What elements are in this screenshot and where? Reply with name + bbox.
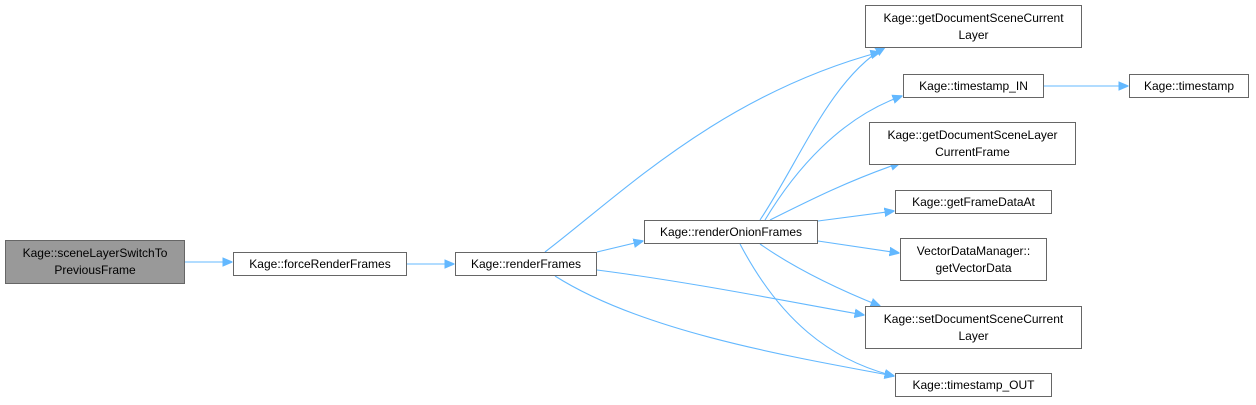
node-label-line: Kage::timestamp	[1143, 78, 1235, 93]
edge-render-frames-to-render-onion-frames	[596, 241, 643, 253]
node-get-frame-data-at[interactable]: Kage::getFrameDataAt	[895, 190, 1052, 214]
node-label-line: Kage::sceneLayerSwitchTo	[22, 246, 168, 260]
node-label-line: Kage::timestamp_IN	[919, 78, 1028, 93]
node-label-line: Kage::getDocumentSceneLayer	[887, 127, 1058, 142]
edge-render-onion-frames-to-get-vector-data	[817, 240, 899, 253]
node-timestamp-in[interactable]: Kage::timestamp_IN	[903, 74, 1044, 98]
edge-render-onion-frames-to-get-document-scene-current-layer	[759, 47, 885, 221]
node-timestamp[interactable]: Kage::timestamp	[1129, 74, 1249, 98]
edge-render-onion-frames-to-get-document-scene-layer-current-frame	[769, 163, 900, 221]
node-get-vector-data[interactable]: VectorDataManager::getVectorData	[900, 238, 1047, 281]
edge-render-onion-frames-to-get-frame-data-at	[817, 211, 894, 222]
node-label-line: VectorDataManager::	[916, 243, 1031, 258]
node-label-line: CurrentFrame	[935, 144, 1010, 159]
node-label-line: Kage::forceRenderFrames	[249, 256, 391, 271]
node-label-line: PreviousFrame	[54, 263, 136, 277]
node-render-onion-frames[interactable]: Kage::renderOnionFrames	[644, 220, 818, 244]
node-render-frames[interactable]: Kage::renderFrames	[455, 252, 597, 276]
node-label-line: Layer	[958, 328, 989, 343]
node-label-line: Kage::renderOnionFrames	[659, 224, 803, 239]
node-timestamp-out[interactable]: Kage::timestamp_OUT	[895, 373, 1052, 397]
node-label-line: Layer	[958, 27, 989, 42]
node-label-line: Kage::renderFrames	[470, 256, 582, 271]
node-label-line: Kage::timestamp_OUT	[912, 377, 1035, 392]
node-label-line: Kage::getFrameDataAt	[912, 194, 1035, 209]
edge-render-frames-to-set-document-scene-current-layer	[596, 269, 864, 315]
edge-render-onion-frames-to-timestamp-out	[739, 243, 894, 376]
edge-render-frames-to-timestamp-out	[554, 275, 894, 376]
node-force-render-frames[interactable]: Kage::forceRenderFrames	[233, 252, 407, 276]
edge-render-onion-frames-to-timestamp-in	[764, 96, 902, 221]
edge-render-onion-frames-to-set-document-scene-current-layer	[759, 243, 880, 306]
node-label-line: Kage::setDocumentSceneCurrent	[883, 311, 1064, 326]
edge-render-frames-to-get-document-scene-current-layer	[544, 52, 880, 253]
node-label-line: getVectorData	[935, 260, 1012, 275]
node-label-line: Kage::getDocumentSceneCurrent	[883, 10, 1064, 25]
